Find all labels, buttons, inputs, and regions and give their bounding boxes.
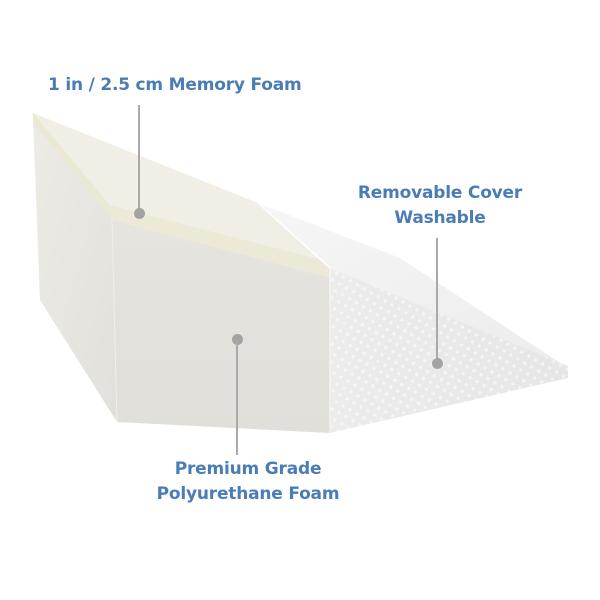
callout-base-foam-line-2: Polyurethane Foam [156,484,340,504]
callout-cover-label: Removable Cover Washable [340,181,540,231]
callout-memory-foam-dot [134,208,145,219]
callout-base-foam-dot [232,334,243,345]
callout-memory-foam-label: 1 in / 2.5 cm Memory Foam [48,75,302,95]
callout-base-foam-line-1: Premium Grade [174,459,322,479]
memory-foam-left-edge [33,113,112,220]
callout-base-foam-label: Premium Grade Polyurethane Foam [148,457,348,507]
callout-cover-line-2: Washable [394,208,486,228]
cover-top [258,203,568,368]
callout-base-foam-pointer [236,340,238,455]
callout-cover-line-1: Removable Cover [357,183,523,203]
memory-foam-edge [110,205,330,278]
callout-cover-pointer [436,238,438,360]
callout-memory-foam-pointer [138,105,140,209]
callout-cover-dot [432,358,443,369]
memory-foam-top [33,113,330,262]
foam-front-face [112,218,330,433]
